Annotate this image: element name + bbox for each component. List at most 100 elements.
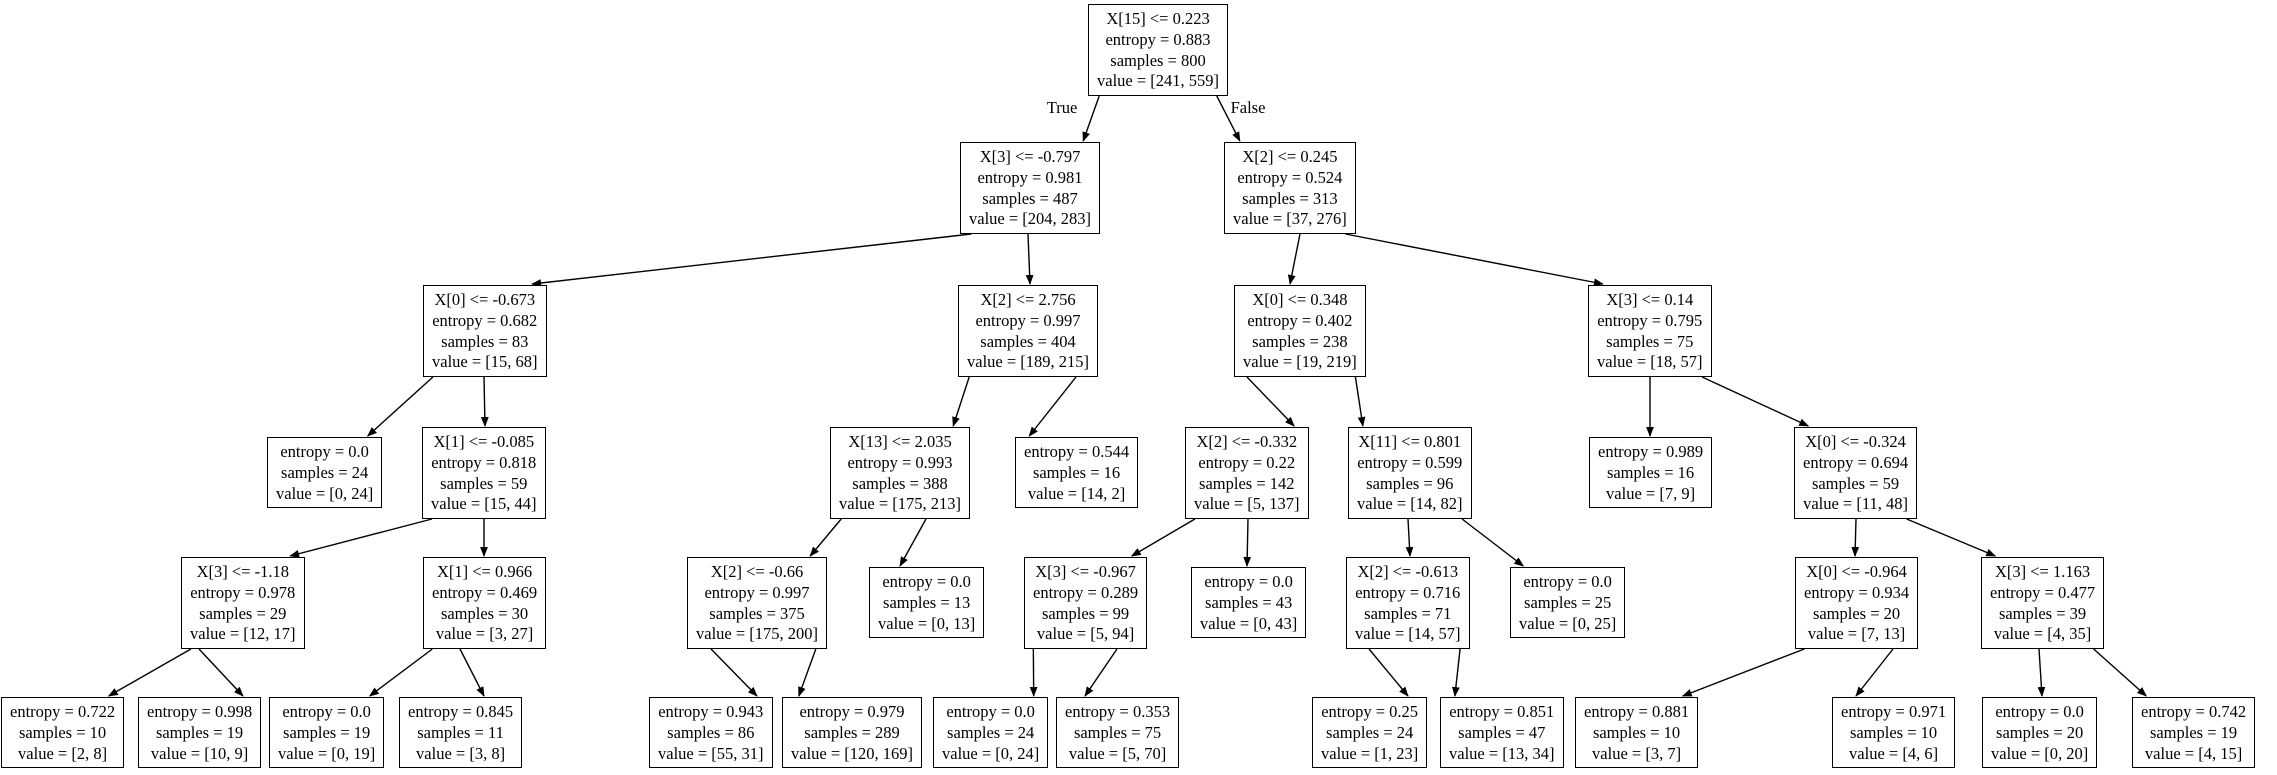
node-text-line: samples = 404 [980,331,1076,351]
node-text-line: value = [5, 94] [1036,624,1135,644]
node-text-line: X[1] <= 0.966 [436,562,533,581]
node-text-line: X[2] <= -0.332 [1196,432,1298,451]
node-text-line: samples = 13 [883,592,971,612]
node-text-line: X[2] <= -0.613 [1357,562,1459,581]
node-text-line: value = [10, 9] [150,743,249,763]
node-text-line: samples = 313 [1242,188,1338,208]
node-text-line: entropy = 0.989 [1598,442,1704,461]
tree-edge [1701,376,1810,427]
node-text-line: value = [15, 44] [431,494,537,514]
node-text-line: samples = 10 [1849,722,1938,742]
node-text-line: value = [175, 200] [696,624,819,644]
tree-edge [1461,518,1525,567]
node-text-line: value = [3, 7] [1592,743,1682,763]
node-text-line: value = [12, 17] [190,624,296,644]
node-text-line: value = [7, 13] [1807,624,1906,644]
node-text-line: X[0] <= -0.324 [1805,432,1906,451]
node-text-line: samples = 19 [155,722,244,742]
node-text-line: samples = 59 [440,473,528,493]
node-text-line: samples = 25 [1524,592,1612,612]
tree-edge [1855,648,1894,697]
node-text-line: value = [0, 43] [1200,613,1298,633]
node-text-line: samples = 10 [18,722,107,742]
node-text-line: entropy = 0.0 [1204,572,1293,591]
node-text-line: entropy = 0.353 [1065,702,1171,721]
tree-edge [368,648,433,697]
node-text-line: value = [120, 169] [791,743,914,763]
node-text-line: value = [4, 15] [2144,743,2243,763]
node-text-line: samples = 47 [1458,722,1546,742]
tree-edge [480,376,489,427]
node-text-line: value = [11, 48] [1803,494,1908,514]
tree-edge [107,648,192,697]
tree-edge [1451,648,1461,697]
tree-edge [1246,376,1295,427]
node-text-line: value = [7, 9] [1606,483,1696,503]
node-text-line: value = [204, 283] [969,209,1092,229]
node-text-line: samples = 11 [417,722,504,742]
node-text-line: entropy = 0.795 [1597,310,1703,330]
node-text-line: samples = 142 [1199,473,1295,493]
tree-edge [2093,648,2148,697]
node-text-line: samples = 96 [1366,473,1454,493]
node-text-line: X[0] <= -0.964 [1806,562,1907,581]
node-text-line: samples = 16 [1032,462,1121,482]
node-text-line: entropy = 0.979 [799,702,905,721]
tree-edge [1345,233,1604,287]
node-text-line: X[15] <= 0.223 [1106,9,1210,28]
node-text-line: value = [18, 57] [1597,352,1703,372]
node-text-line: samples = 800 [1110,50,1206,70]
node-text-line: X[13] <= 2.035 [848,432,952,451]
node-text-line: value = [2, 8] [18,743,108,763]
tree-edge [899,518,927,567]
tree-edge [198,648,244,697]
node-text-line: value = [0, 24] [276,483,374,503]
node-text-line: samples = 20 [1996,722,2084,742]
node-text-line: value = [14, 57] [1355,624,1461,644]
node-text-line: X[3] <= -1.18 [196,562,289,581]
node-text-line: entropy = 0.845 [408,702,514,721]
node-text-line: samples = 29 [199,603,287,623]
edge-label: True [1046,98,1078,117]
tree-edge [798,648,817,697]
node-text-line: samples = 24 [1326,722,1414,742]
node-text-line: entropy = 0.998 [147,702,253,721]
node-text-line: value = [1, 23] [1321,743,1419,763]
node-text-line: value = [241, 559] [1097,71,1220,91]
tree-edge [1243,518,1252,567]
node-text-line: entropy = 0.22 [1198,452,1296,472]
node-text-line: X[3] <= -0.797 [979,147,1081,166]
node-text-line: value = [19, 219] [1243,352,1357,372]
node-text-line: entropy = 0.25 [1321,702,1419,721]
node-text-line: entropy = 0.694 [1803,452,1909,472]
node-text-line: entropy = 0.742 [2141,702,2247,721]
tree-edge [1405,518,1414,557]
node-text-line: samples = 59 [1811,473,1900,493]
node-text-line: value = [175, 213] [839,494,962,514]
